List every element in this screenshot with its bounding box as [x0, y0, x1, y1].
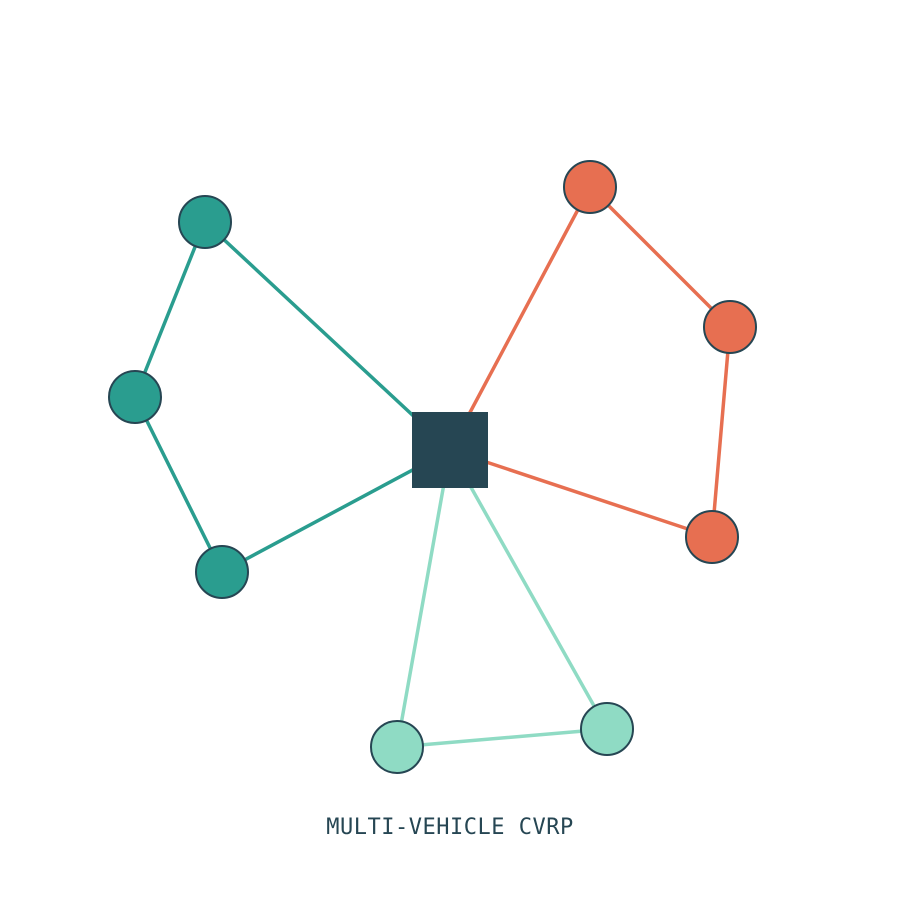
route-3-edge: [395, 448, 452, 749]
route-2-edge: [710, 325, 732, 539]
route-2-customer-node: [703, 300, 757, 354]
diagram-caption: MULTI-VEHICLE CVRP: [326, 815, 574, 840]
route-2-edge: [448, 185, 592, 452]
route-1-edge: [133, 220, 207, 399]
route-3-edge: [395, 727, 609, 749]
route-2-customer-node: [563, 160, 617, 214]
route-2-customer-node: [685, 510, 739, 564]
route-1-customer-node: [195, 545, 249, 599]
route-2-edge: [448, 448, 714, 539]
route-2-edge: [588, 185, 732, 329]
route-1-edge: [133, 395, 224, 574]
route-3-edge: [448, 448, 609, 731]
customer-nodes: [108, 160, 757, 774]
route-1-customer-node: [108, 370, 162, 424]
route-3-customer-node: [580, 702, 634, 756]
route-1-edge: [203, 220, 452, 452]
route-edges: [133, 185, 732, 749]
depot-node: [412, 412, 488, 488]
route-1-customer-node: [178, 195, 232, 249]
route-3-customer-node: [370, 720, 424, 774]
